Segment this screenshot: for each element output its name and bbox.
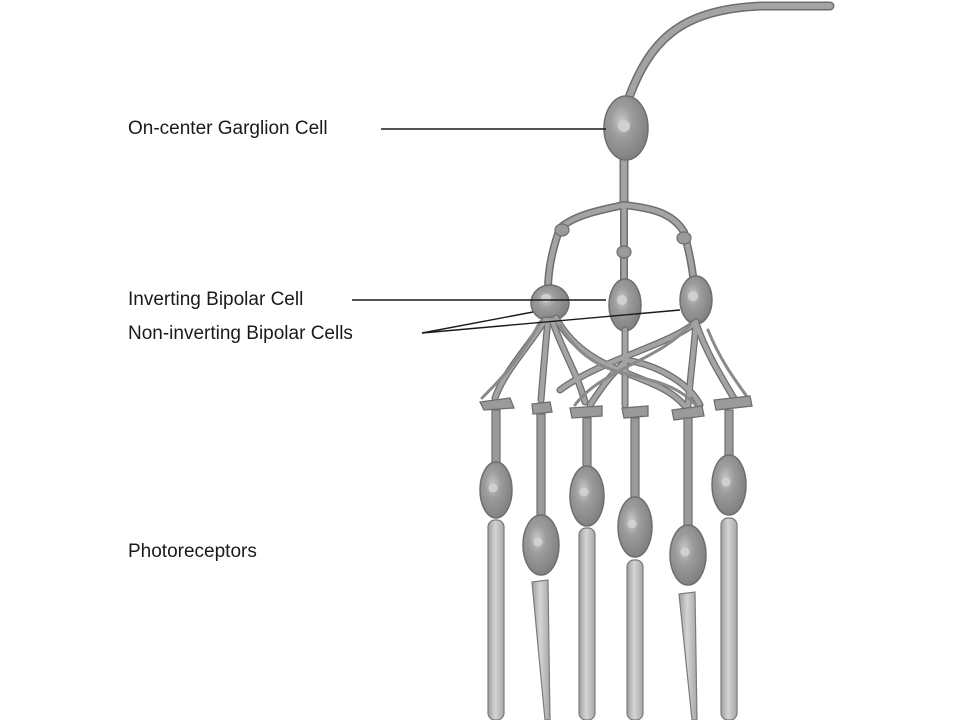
ganglion-axon [623,1,835,105]
photoreceptors [479,409,747,720]
photoreceptor-6 [711,409,747,720]
bipolar-cells [530,275,713,332]
ganglion-dendrites [544,201,698,294]
label-noninverting-bipolar-cells: Non-inverting Bipolar Cells [128,323,353,344]
photoreceptor-terminals [479,395,753,421]
bipolar-dendrites [480,314,750,414]
noninverting-bipolar-cell-1 [608,278,642,332]
ganglion-cell [603,95,649,205]
label-inverting-bipolar-cell: Inverting Bipolar Cell [128,289,304,310]
photoreceptor-4 [617,417,653,720]
inverting-bipolar-cell [530,284,570,322]
leader-lines [352,128,681,334]
photoreceptor-3 [569,417,605,720]
label-ganglion-cell: On-center Garglion Cell [128,118,328,139]
photoreceptor-2 [522,413,560,720]
leader-line-noninverting-1 [421,311,534,334]
photoreceptor-5 [669,417,707,720]
noninverting-bipolar-cell-2 [679,275,713,325]
label-photoreceptors: Photoreceptors [128,541,257,562]
photoreceptor-1 [479,409,513,720]
leader-line-noninverting-2 [421,309,681,334]
